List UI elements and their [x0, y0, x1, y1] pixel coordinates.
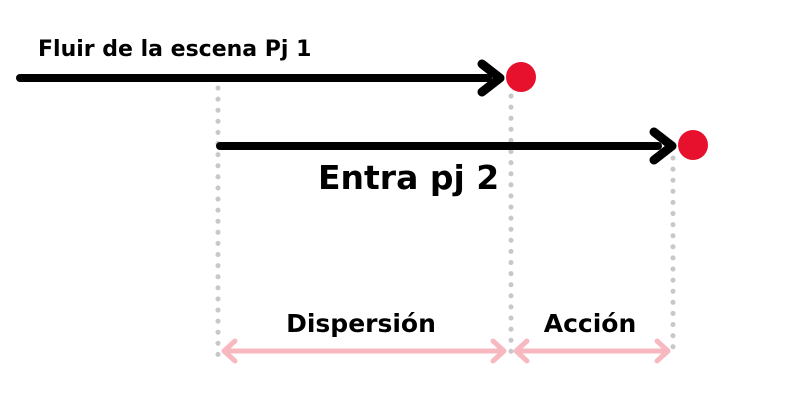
flow-pj1-label: Fluir de la escena Pj 1 — [38, 37, 311, 62]
enters-pj2-arrow-head — [649, 127, 677, 165]
pj1-end-marker — [506, 62, 536, 92]
pj2-end-marker — [678, 130, 708, 160]
enters-pj2-arrow — [216, 127, 677, 165]
flow-pj1-arrow — [16, 59, 505, 97]
flow-pj1-arrow-head — [477, 59, 505, 97]
guide-lines — [215, 85, 676, 359]
enters-pj2-label: Entra pj 2 — [318, 158, 499, 197]
action-span-arrow — [513, 338, 671, 364]
dispersion-span-arrow — [221, 338, 507, 364]
dispersion-label: Dispersión — [286, 309, 436, 338]
action-label: Acción — [544, 309, 637, 338]
